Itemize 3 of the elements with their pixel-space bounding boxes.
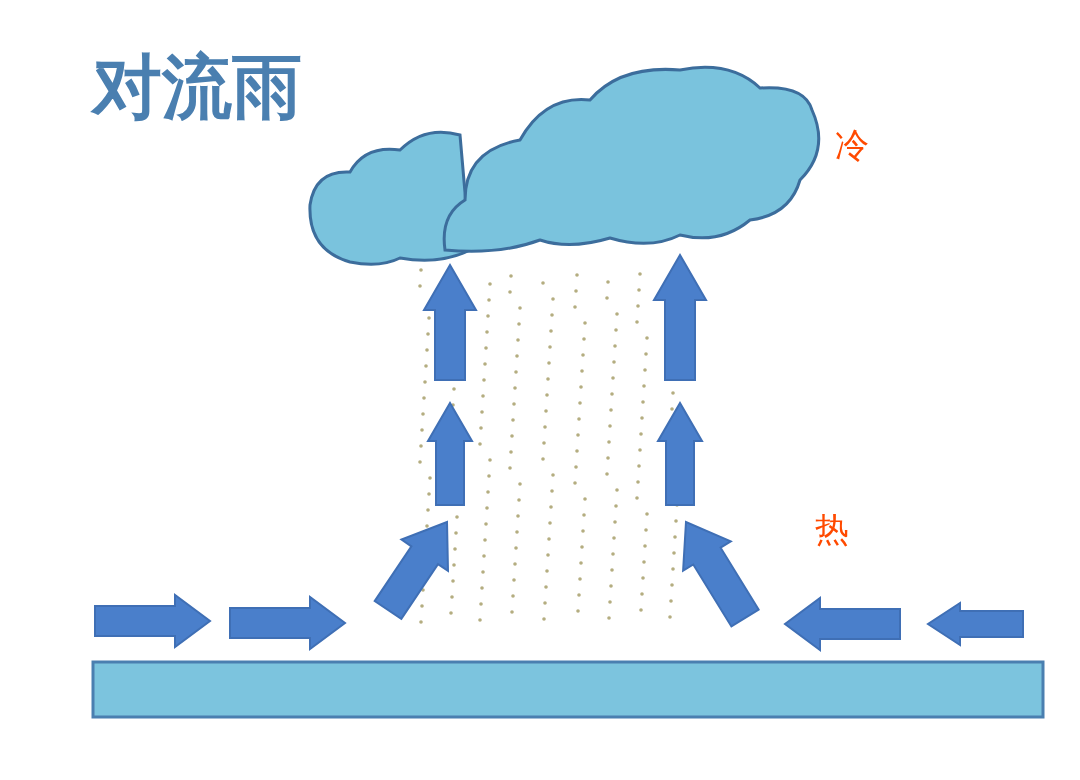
title: 对流雨	[92, 52, 302, 122]
temperature-label: 热	[815, 512, 849, 546]
temperature-label: 冷	[835, 128, 869, 162]
